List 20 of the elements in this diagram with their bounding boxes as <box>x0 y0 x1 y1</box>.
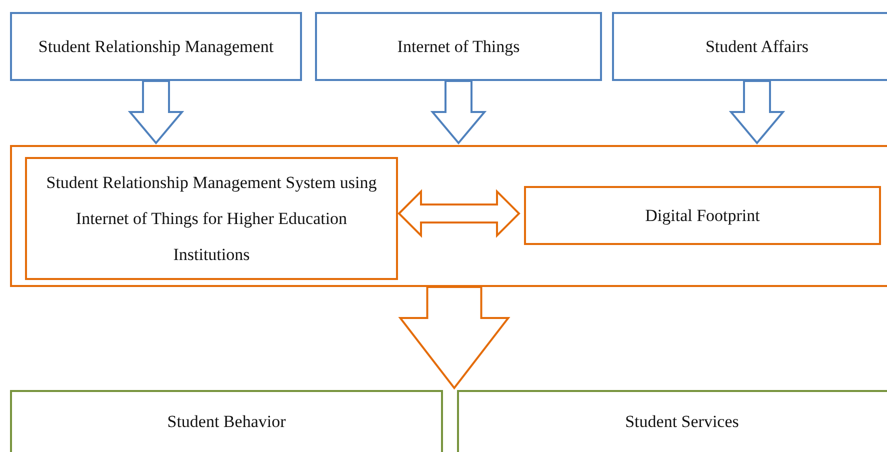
box-label: Student Behavior <box>166 411 287 433</box>
box-label: Internet of Things <box>396 36 521 58</box>
process-box <box>10 12 302 81</box>
process-box <box>25 157 398 280</box>
process-box <box>315 12 602 81</box>
block-arrow <box>430 80 487 145</box>
process-box <box>612 12 887 81</box>
container-box <box>10 145 887 287</box>
block-arrow <box>128 80 184 145</box>
box-label: Student Relationship Management System using Internet of Things for Higher Education Institutions <box>45 172 378 266</box>
box-label: Digital Footprint <box>644 204 761 227</box>
block-arrow <box>398 286 510 390</box>
box-label: Student Services <box>624 411 740 433</box>
block-arrow <box>398 189 520 238</box>
box-label: Student Affairs <box>704 36 810 58</box>
box-label: Student Relationship Management <box>37 36 275 58</box>
block-arrow <box>728 80 786 145</box>
process-box <box>457 390 887 452</box>
process-box <box>524 186 881 245</box>
process-box <box>10 390 443 452</box>
